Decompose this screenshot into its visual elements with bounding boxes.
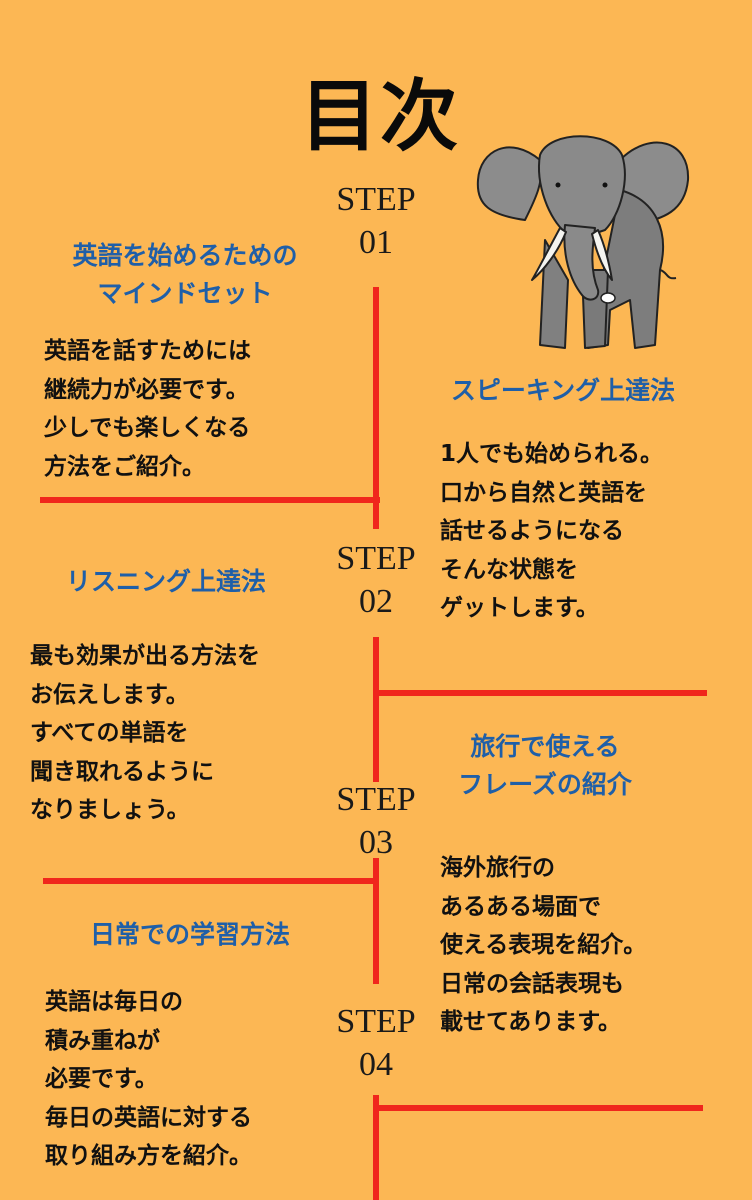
step-02: STEP 02 (316, 537, 436, 623)
step-number: 02 (359, 583, 393, 620)
step-label: STEP (336, 1003, 416, 1040)
divider-line (373, 858, 379, 984)
divider-line (373, 637, 379, 782)
divider-line (373, 1105, 703, 1111)
section-body: 最も効果が出る方法を お伝えします。 すべての単語を 聞き取れるように なりまし… (30, 643, 260, 823)
step-label: STEP (336, 781, 416, 818)
section-heading: 英語を始めるための マインドセット (72, 241, 298, 308)
step-03: STEP 03 (316, 778, 436, 864)
section-body: 1人でも始められる。 口から自然と英語を 話せるようになる そんな状態を ゲット… (440, 441, 664, 621)
step-number: 04 (359, 1046, 393, 1083)
section-heading: 日常での学習方法 (89, 920, 290, 949)
divider-line (40, 497, 380, 503)
section-body: 海外旅行の あるある場面で 使える表現を紹介。 日常の会話表現も 載せてあります… (440, 855, 647, 1035)
divider-line (43, 878, 379, 884)
page-title: 目次 (300, 72, 461, 162)
step-number: 03 (359, 824, 393, 861)
section-body: 英語は毎日の 積み重ねが 必要です。 毎日の英語に対する 取り組み方を紹介。 (45, 989, 252, 1169)
elephant-illustration (476, 135, 690, 349)
section-heading: リスニング上達法 (65, 567, 266, 596)
step-04: STEP 04 (316, 1000, 436, 1086)
step-01: STEP 01 (316, 178, 436, 264)
step-label: STEP (336, 540, 416, 577)
section-heading: スピーキング上達法 (450, 376, 676, 405)
section-heading: 旅行で使える フレーズの紹介 (458, 732, 632, 799)
divider-line (373, 287, 379, 529)
step-number: 01 (359, 224, 393, 261)
divider-line (373, 1095, 379, 1200)
step-label: STEP (336, 181, 416, 218)
section-body: 英語を話すためには 継続力が必要です。 少しでも楽しくなる 方法をご紹介。 (44, 338, 251, 480)
divider-line (373, 690, 707, 696)
